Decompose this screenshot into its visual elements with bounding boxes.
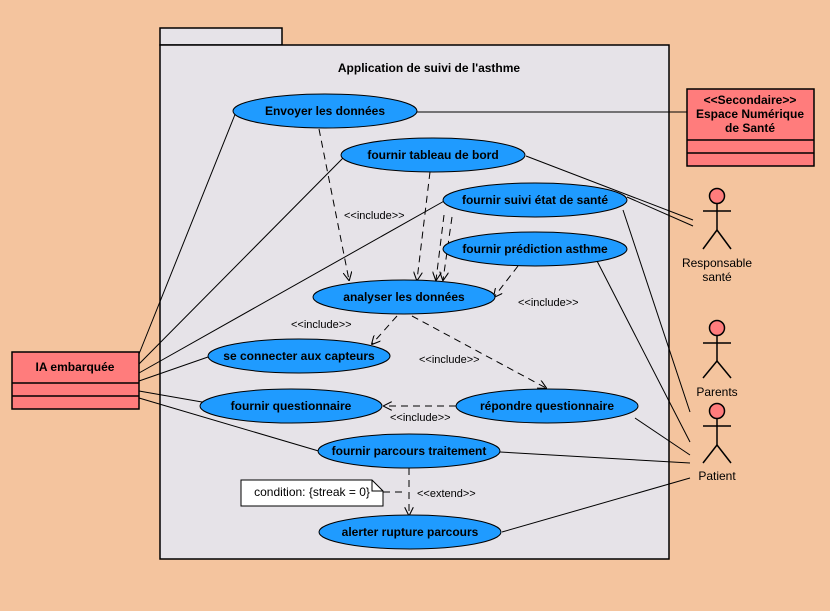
responsable-label-1: Responsable [682, 256, 752, 270]
ens-line1: Espace Numérique [696, 107, 804, 121]
assoc-suivi-responsable [626, 196, 694, 227]
include-label-4: <<include>> [419, 354, 480, 366]
stick-figure-icon [702, 319, 732, 379]
assoc-tableau-responsable [525, 155, 694, 221]
actor-espace-numerique-sante[interactable]: <<Secondaire>> Espace Numérique de Santé [686, 88, 815, 167]
assoc-alerter-patient [501, 477, 691, 533]
assoc-ia-capteurs [138, 356, 209, 382]
dependencies [318, 128, 546, 515]
use-cases: Envoyer les données fournir tableau de b… [199, 93, 639, 550]
extend-label: <<extend>> [417, 488, 476, 500]
actor-responsable-sante[interactable]: Responsable santé [682, 187, 752, 285]
note-fold [371, 480, 383, 492]
use-case-fournir-questionnaire[interactable]: fournir questionnaire [199, 388, 383, 424]
use-case-capteurs[interactable]: se connecter aux capteurs [207, 338, 391, 374]
include-analyser-repondre [411, 315, 546, 388]
assoc-prediction-patient [595, 258, 691, 443]
use-case-label: fournir tableau de bord [367, 148, 498, 162]
assoc-suivi-patient [622, 209, 691, 413]
use-case-suivi[interactable]: fournir suivi état de santé [442, 182, 628, 218]
assoc-ia-tableau [138, 155, 346, 365]
use-case-label: fournir suivi état de santé [462, 193, 608, 207]
relation-labels: <<include>> <<include>> <<include>> <<in… [291, 210, 579, 500]
include-tableau-analyser [417, 171, 431, 280]
responsable-label-2: santé [702, 270, 732, 284]
include-suivi-analyser-b [443, 216, 453, 280]
include-label-1: <<include>> [344, 210, 405, 222]
include-analyser-capteurs [372, 315, 398, 344]
use-case-label: répondre questionnaire [480, 399, 614, 413]
use-case-label: se connecter aux capteurs [223, 349, 375, 363]
package-tab [159, 27, 283, 46]
use-case-alerter[interactable]: alerter rupture parcours [318, 514, 502, 550]
note-shape [240, 479, 384, 507]
include-label-3: <<include>> [291, 319, 352, 331]
use-case-prediction[interactable]: fournir prédiction asthme [442, 231, 628, 267]
use-case-label: fournir questionnaire [231, 399, 352, 413]
note-text: condition: {streak = 0} [254, 485, 370, 499]
actor-ia-embarquee[interactable]: IA embarquée [11, 351, 140, 410]
parents-label: Parents [696, 385, 737, 399]
use-case-envoyer[interactable]: Envoyer les données [232, 93, 418, 129]
assoc-parcours-patient [499, 451, 691, 464]
include-label-5: <<include>> [390, 412, 451, 424]
use-case-parcours[interactable]: fournir parcours traitement [317, 433, 501, 469]
associations [138, 111, 694, 533]
system-title: Application de suivi de l'asthme [338, 61, 521, 75]
actor-patient[interactable]: Patient [698, 402, 736, 484]
assoc-ia-suivi [138, 199, 447, 374]
include-label-2: <<include>> [518, 297, 579, 309]
assoc-repondre-patient [634, 417, 691, 456]
use-case-label: analyser les données [343, 290, 465, 304]
use-case-repondre-questionnaire[interactable]: répondre questionnaire [455, 388, 639, 424]
ens-stereotype: <<Secondaire>> [704, 93, 797, 107]
include-prediction-analyser [494, 265, 519, 297]
include-suivi-analyser-a [436, 214, 445, 280]
use-case-tableau[interactable]: fournir tableau de bord [340, 137, 526, 173]
ia-label: IA embarquée [36, 360, 115, 374]
ens-line2: de Santé [725, 121, 775, 135]
include-envoyer-analyser [318, 128, 349, 280]
use-case-analyser[interactable]: analyser les données [312, 279, 496, 315]
use-case-label: alerter rupture parcours [342, 525, 479, 539]
actor-parents[interactable]: Parents [696, 319, 738, 400]
stick-figure-icon [702, 402, 732, 464]
use-case-label: fournir parcours traitement [332, 444, 487, 458]
stick-figure-icon [702, 187, 732, 250]
assoc-ia-parcours [138, 397, 323, 453]
assoc-ia-envoyer [138, 111, 237, 355]
patient-label: Patient [698, 469, 736, 483]
use-case-label: fournir prédiction asthme [462, 242, 608, 256]
assoc-ia-questionnaire [138, 390, 203, 403]
use-case-label: Envoyer les données [265, 104, 385, 118]
condition-note: condition: {streak = 0} [240, 479, 384, 507]
